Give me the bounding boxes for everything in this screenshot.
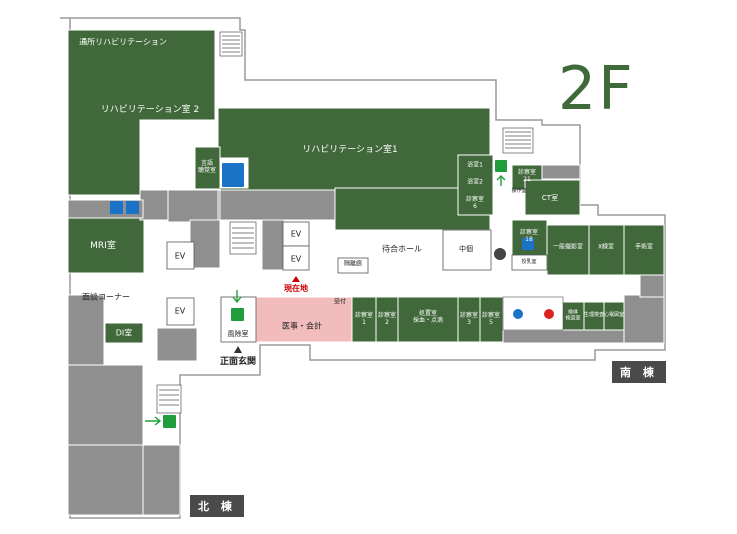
ev-box-2 <box>282 221 310 247</box>
info-icon <box>494 248 506 260</box>
room-surgery: 手術室 <box>634 243 654 251</box>
room-ev-1: EV <box>174 251 186 261</box>
service-ct-top <box>541 164 581 180</box>
service-north-4 <box>142 444 181 516</box>
treatment-block <box>397 296 459 343</box>
ev-box-1 <box>166 241 195 270</box>
reception-counter: 受付 <box>333 298 347 306</box>
service-north-2 <box>67 364 144 446</box>
service-core-4 <box>189 219 221 269</box>
toilet-area <box>502 296 564 331</box>
speech-block <box>194 146 221 190</box>
service-core-5 <box>261 219 285 271</box>
service-north-1 <box>67 294 105 366</box>
room-exam-5: 診察室 5 <box>481 312 501 326</box>
floor-label: 2F <box>558 54 635 124</box>
toilet-woman-icon <box>544 309 554 319</box>
ev-box-4 <box>166 297 195 326</box>
room-exam-1: 診察室 1 <box>354 312 374 326</box>
ct-block <box>524 179 581 216</box>
room-wind: 風除室 <box>227 329 249 338</box>
room-di: DI室 <box>115 328 133 338</box>
room-exam-2: 診察室 2 <box>377 312 397 326</box>
toilet-man-icon <box>513 309 523 319</box>
rehab-room-2-block <box>67 29 216 196</box>
you-are-here-label: 現在地 <box>284 284 308 293</box>
room-ev-3: EV <box>290 254 302 264</box>
room-control: 操作室 <box>511 188 527 195</box>
room-bath-1: 浴室1 <box>467 161 483 169</box>
entrance-marker <box>234 346 242 353</box>
room-ev-2: EV <box>290 229 302 239</box>
service-south-2 <box>623 294 665 344</box>
exit-arrow-down <box>232 290 242 304</box>
main-entrance-label: 正面玄関 <box>219 357 257 367</box>
room-medicine: 隔離廊 <box>343 260 363 268</box>
room-ev-4: EV <box>174 306 186 316</box>
service-mri-top <box>67 199 144 219</box>
room-speech: 言語 聴覚室 <box>197 160 217 174</box>
stairs-icon <box>156 31 534 414</box>
service-core-2 <box>167 189 219 223</box>
bath-block <box>457 154 494 216</box>
room-meeting: 中個 <box>459 244 473 253</box>
wind-room-box <box>220 296 257 343</box>
rehab-room-1-block <box>217 107 491 191</box>
room-rehab-1: リハビリテーション室1 <box>302 144 398 155</box>
room-rehab-2: リハビリテーション室 2 <box>100 104 200 115</box>
reception-area <box>255 296 353 343</box>
service-stair-north <box>156 327 198 362</box>
di-block <box>104 322 144 344</box>
south-wing-tag: 南 棟 <box>612 361 666 383</box>
room-ct: CT室 <box>541 193 559 202</box>
waiting-hall: 待合ホール <box>382 244 422 254</box>
room-xray-tv: X線室 <box>597 243 615 251</box>
room-general-xray: 一般撮影室 <box>552 243 584 251</box>
north-wing-tag: 北 棟 <box>190 495 244 517</box>
room-ecg: 心電図室 <box>603 312 625 319</box>
room-prep: 検体 検査室 <box>565 309 581 321</box>
room-medical-accounting: 医事・会計 <box>282 321 322 331</box>
emergency-exit-icon <box>163 160 507 428</box>
mri-block <box>67 217 145 274</box>
service-north-3 <box>67 444 144 516</box>
exam-1-block <box>351 296 377 343</box>
room-bath-2: 浴室2 <box>467 178 483 186</box>
ev-box-3 <box>282 245 310 271</box>
room-exam-3: 診察室 3 <box>459 312 479 326</box>
room-mri: MRI室 <box>90 240 116 251</box>
general-xray-block <box>546 224 590 276</box>
room-nursing: 授乳室 <box>521 259 537 266</box>
medicine-box <box>337 257 369 274</box>
room-exam-6: 診察室 6 <box>465 196 485 210</box>
exit-arrow-up <box>496 175 506 186</box>
meeting-room <box>442 229 492 271</box>
room-physio: 生理検査 <box>583 312 605 319</box>
xray-tv-block <box>588 224 625 276</box>
service-core-3 <box>219 189 336 221</box>
you-are-here-marker <box>292 276 300 282</box>
room-treatment: 処置室 採血・点滴 <box>412 310 444 324</box>
nursing-box <box>511 254 548 271</box>
room-outpatient-rehab: 通所リハビリテーション <box>79 37 167 47</box>
exit-arrow-right <box>145 416 162 426</box>
consult-corner: 面談コーナー <box>82 292 130 302</box>
service-south-3 <box>639 274 665 298</box>
room-exam-18: 診察室 18 <box>519 229 539 243</box>
wheelchair-icon <box>110 163 534 250</box>
room-exam-21: 診察室 21 <box>517 169 537 183</box>
